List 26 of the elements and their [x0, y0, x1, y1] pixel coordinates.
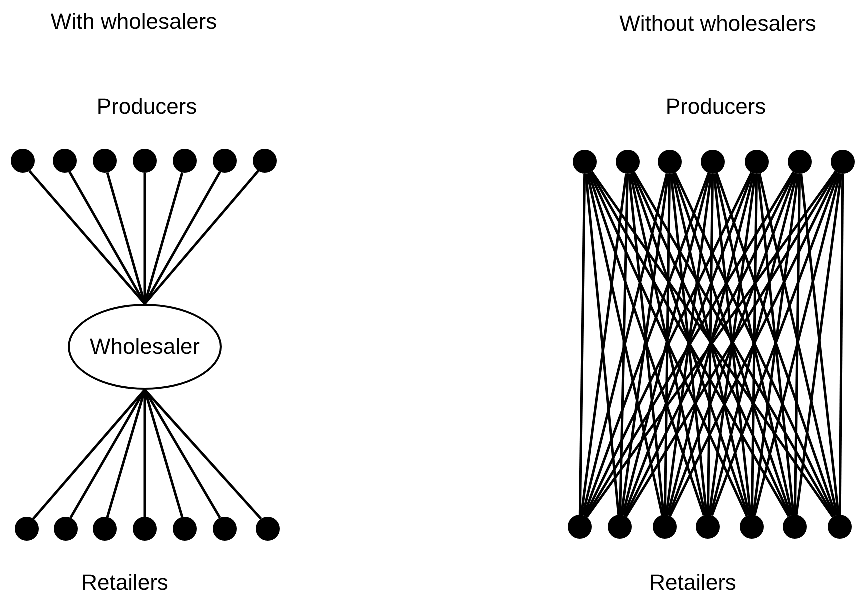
text-label: Without wholesalers	[620, 10, 816, 38]
text-label: Producers	[96, 93, 198, 121]
connector-line	[619, 174, 629, 516]
connector-line	[144, 171, 222, 305]
text-label: Retailers	[650, 569, 736, 597]
connector-line	[578, 174, 586, 516]
connector-line	[32, 389, 146, 520]
connector-line	[144, 170, 260, 305]
connector-line	[580, 174, 628, 516]
connector-line	[750, 174, 758, 516]
connector-line	[794, 174, 802, 516]
connector-line	[664, 174, 672, 516]
connector-line	[70, 389, 146, 519]
text-label: With wholesalers	[50, 8, 218, 36]
connector-line	[68, 171, 146, 305]
connector-line	[620, 174, 670, 516]
connector-line	[838, 174, 844, 516]
node-label: Wholesaler	[90, 336, 200, 358]
connector-line	[628, 174, 666, 516]
connector-line	[706, 174, 714, 516]
connector-line	[28, 170, 146, 305]
text-label: Retailers	[82, 569, 168, 597]
connector-line	[144, 389, 262, 520]
connector-line	[144, 389, 222, 519]
text-label: Producers	[666, 93, 766, 121]
connector-line	[584, 174, 620, 516]
